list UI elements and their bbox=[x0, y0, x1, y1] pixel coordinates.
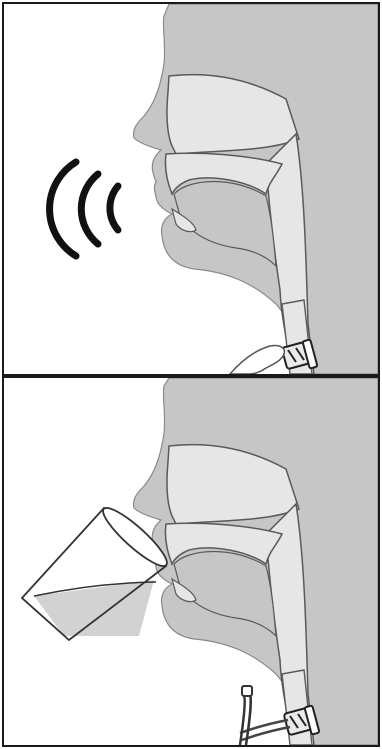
speaking-panel bbox=[2, 2, 380, 376]
speaking-illustration bbox=[4, 4, 378, 374]
head-cross-section bbox=[133, 378, 378, 745]
drinking-panel bbox=[2, 376, 380, 747]
finger bbox=[230, 345, 284, 374]
glass-body bbox=[22, 508, 166, 640]
drinking-illustration bbox=[4, 378, 378, 745]
head-cross-section bbox=[133, 4, 378, 374]
sound-waves-icon bbox=[50, 162, 118, 256]
drinking-glass-icon bbox=[22, 501, 173, 640]
